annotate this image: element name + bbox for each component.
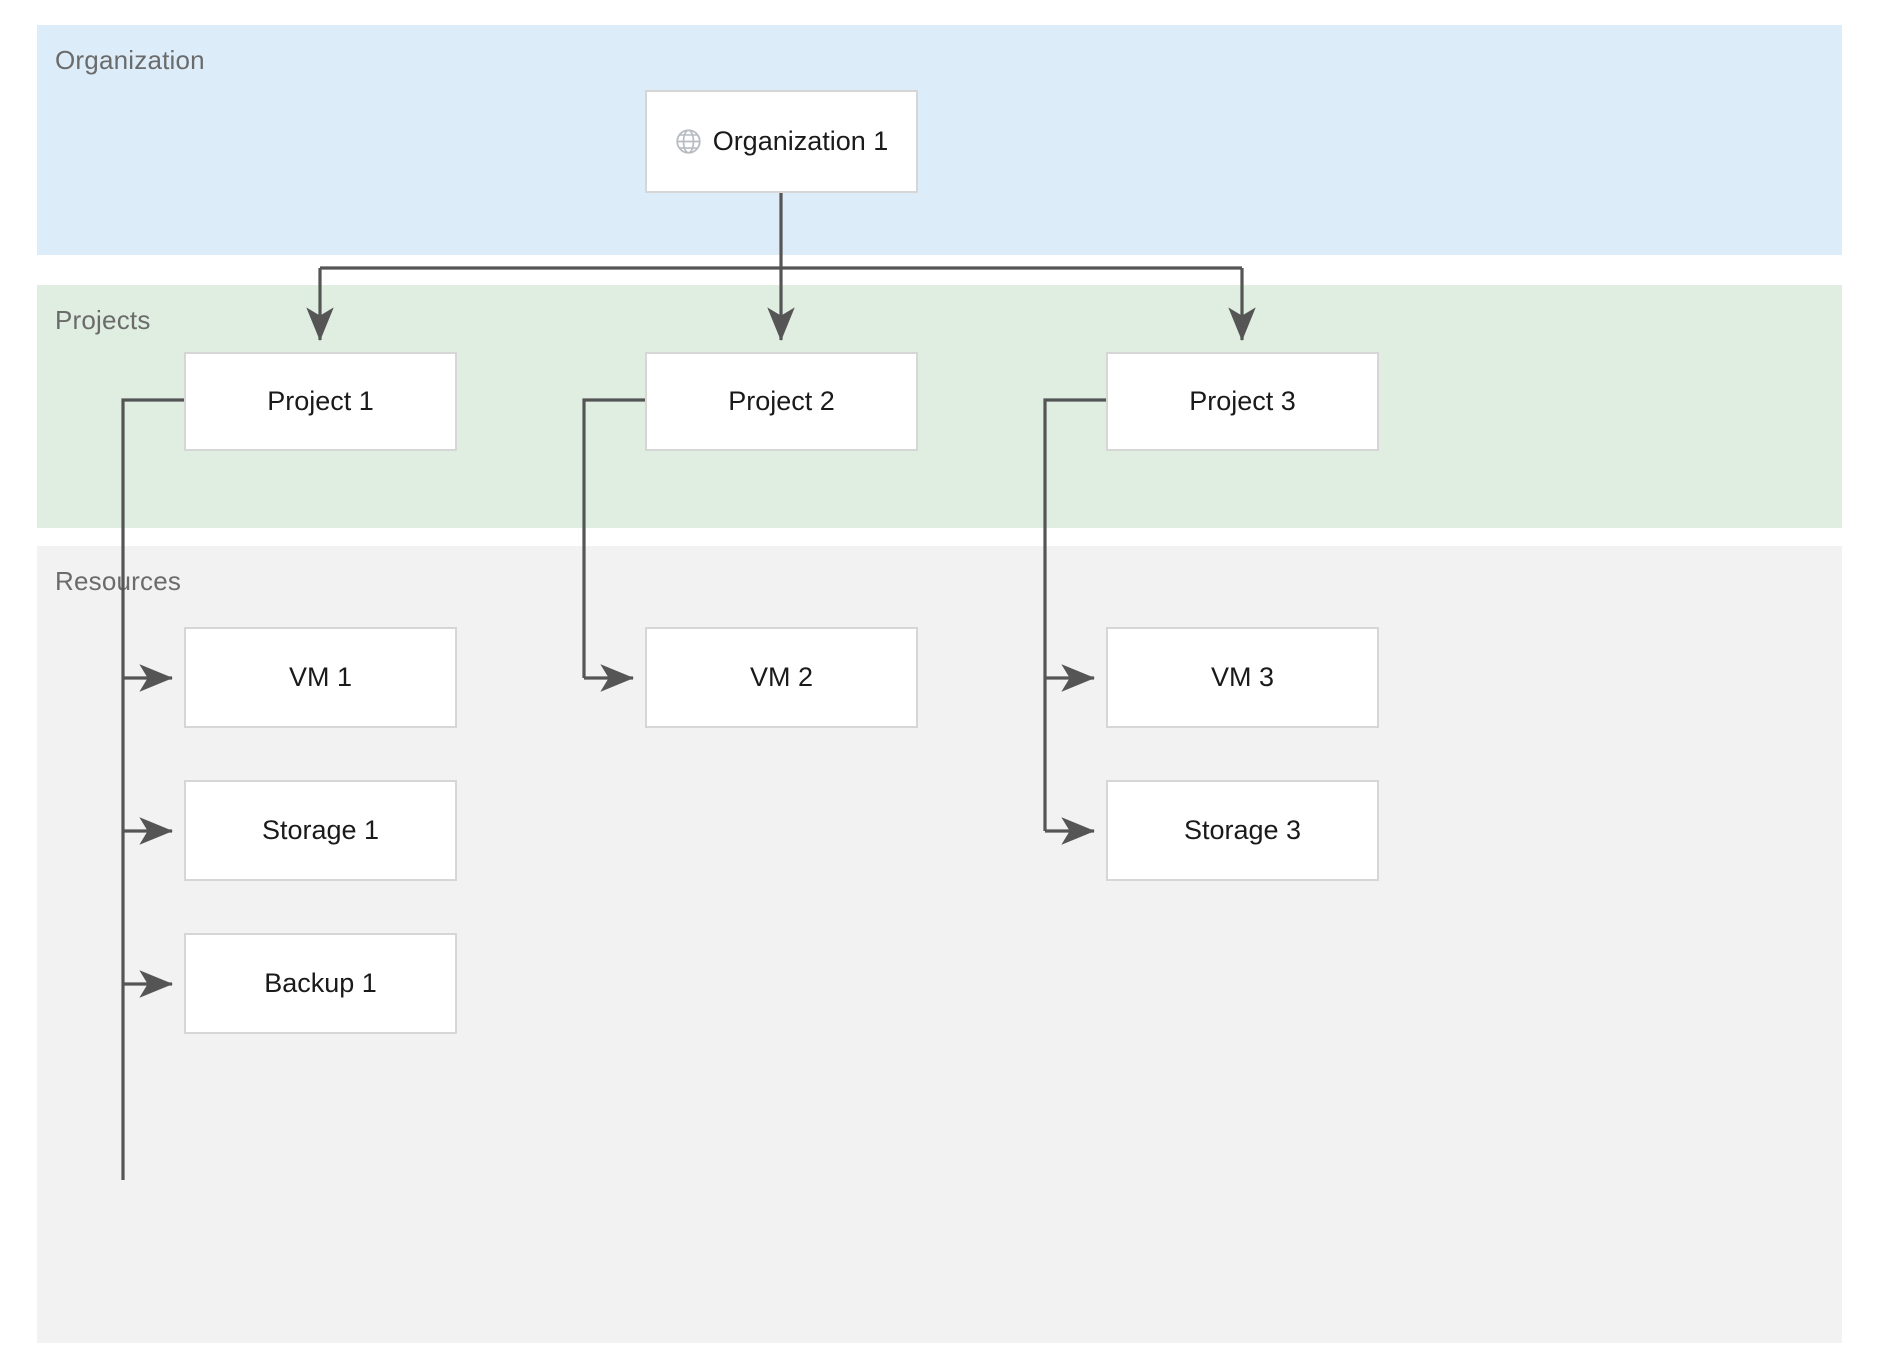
node-vm-1[interactable]: VM 1	[184, 627, 457, 728]
node-backup-1[interactable]: Backup 1	[184, 933, 457, 1034]
node-vm-2[interactable]: VM 2	[645, 627, 918, 728]
node-label: Project 2	[728, 386, 835, 416]
band-label-resources: Resources	[55, 566, 182, 596]
node-label: Storage 3	[1183, 815, 1302, 845]
globe-icon	[675, 128, 702, 155]
node-storage-3[interactable]: Storage 3	[1106, 780, 1379, 881]
node-project-3[interactable]: Project 3	[1106, 352, 1379, 451]
node-label: VM 1	[288, 662, 353, 692]
node-project-1[interactable]: Project 1	[184, 352, 457, 451]
node-label: Organization 1	[712, 126, 889, 156]
node-project-2[interactable]: Project 2	[645, 352, 918, 451]
band-organization: Organization	[37, 25, 1842, 255]
node-label: Project 1	[267, 386, 374, 416]
node-label: Backup 1	[264, 968, 377, 998]
node-organization-1[interactable]: Organization 1	[645, 90, 918, 193]
node-label: Storage 1	[261, 815, 380, 845]
node-label: Project 3	[1189, 386, 1296, 416]
node-storage-1[interactable]: Storage 1	[184, 780, 457, 881]
node-label: VM 2	[749, 662, 814, 692]
band-label-organization: Organization	[55, 45, 205, 75]
node-vm-3[interactable]: VM 3	[1106, 627, 1379, 728]
band-label-projects: Projects	[55, 305, 151, 335]
node-label: VM 3	[1210, 662, 1275, 692]
